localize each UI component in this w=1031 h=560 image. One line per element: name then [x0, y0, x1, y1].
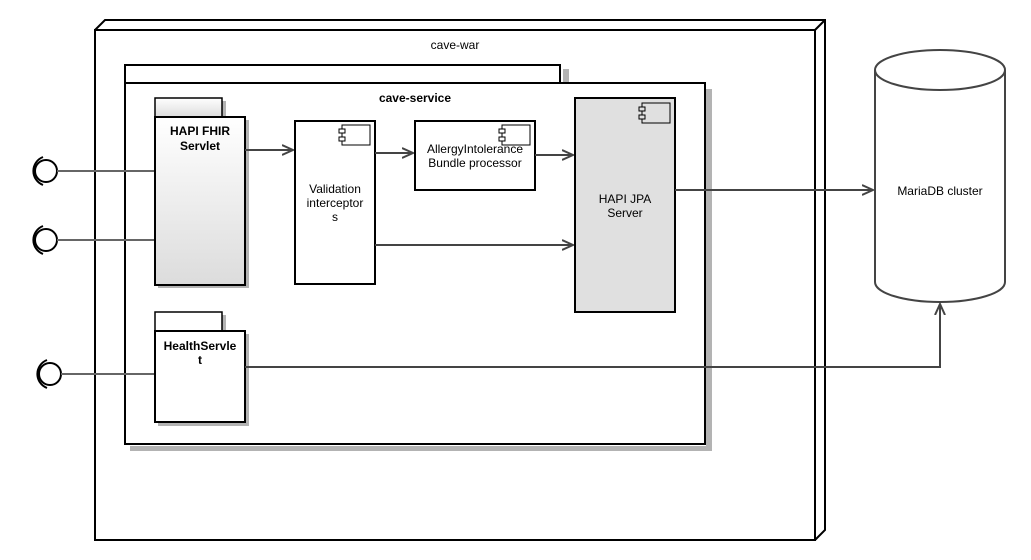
- health-label-line-2: t: [198, 353, 202, 367]
- interface-fhir-2[interactable]: [32, 225, 155, 255]
- package-shadow-bottom: [130, 446, 712, 451]
- interface-socket-icon: [36, 359, 48, 389]
- health-label-line-1: HealthServle: [164, 339, 237, 353]
- component-hapi-jpa-server[interactable]: HAPI JPA Server: [574, 97, 676, 313]
- servlet-label-line-1: HAPI FHIR: [170, 124, 230, 138]
- package-label: cave-service: [379, 91, 451, 105]
- jpa-body: [574, 97, 676, 313]
- servlet-label-line-2: Servlet: [180, 139, 220, 153]
- package-shadow-right: [706, 89, 712, 449]
- edges: [245, 150, 940, 368]
- validation-body: [294, 120, 376, 285]
- component-hapi-fhir-servlet[interactable]: HAPI FHIR Servlet: [154, 97, 249, 288]
- servlet-body: [154, 116, 246, 286]
- interface-circle-icon: [38, 362, 62, 386]
- allergy-label-line-1: AllergyIntolerance: [427, 142, 523, 156]
- database-mariadb-cluster[interactable]: MariaDB cluster: [874, 49, 1006, 303]
- node-3d-corner: [814, 19, 826, 31]
- component-health-servlet[interactable]: HealthServle t: [154, 311, 249, 426]
- database-label: MariaDB cluster: [897, 184, 982, 198]
- node-label: cave-war: [431, 38, 480, 52]
- interface-circle-icon: [34, 228, 58, 252]
- jpa-label-line-2: Server: [607, 206, 642, 220]
- interface-health[interactable]: [36, 359, 155, 389]
- component-icon: [338, 124, 371, 146]
- edge-health-to-mariadb[interactable]: [245, 304, 940, 368]
- package-tab-shadow: [563, 69, 569, 87]
- cylinder-top: [874, 49, 1006, 91]
- validation-label-line-3: s: [332, 210, 338, 224]
- allergy-label-line-2: Bundle processor: [428, 156, 521, 170]
- interface-circle-icon: [34, 159, 58, 183]
- jpa-label-line-1: HAPI JPA: [599, 192, 651, 206]
- allergy-body: [414, 120, 536, 191]
- component-icon: [498, 124, 531, 146]
- component-allergy-processor[interactable]: AllergyIntolerance Bundle processor: [414, 120, 536, 191]
- interface-socket-icon: [32, 225, 44, 255]
- interface-socket-icon: [32, 156, 44, 186]
- validation-label-line-2: interceptor: [307, 196, 364, 210]
- health-body: [154, 330, 246, 423]
- cylinder-body: [874, 70, 1006, 303]
- interface-fhir-1[interactable]: [32, 156, 155, 186]
- validation-label-line-1: Validation: [309, 182, 361, 196]
- package-tab: [124, 64, 561, 84]
- component-icon: [638, 102, 671, 124]
- health-tab: [154, 311, 223, 332]
- servlet-tab: [154, 97, 223, 118]
- component-validation-interceptors[interactable]: Validation interceptor s: [294, 120, 376, 285]
